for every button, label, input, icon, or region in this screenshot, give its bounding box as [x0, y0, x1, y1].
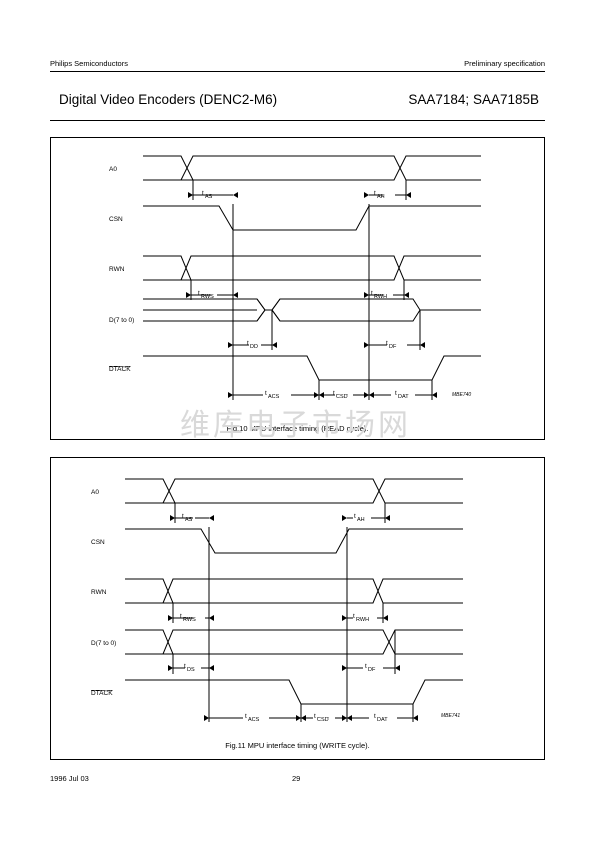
- figure-code: MBE740: [452, 392, 471, 398]
- figure-11-write-timing: A0 CSN RWN D(7 to 0) DTACK t AS t AH t R…: [50, 457, 545, 760]
- timing-sub-ds: DS: [187, 667, 195, 673]
- timing-label-t: t: [314, 713, 316, 720]
- signal-label-dtack: DTACK: [109, 366, 131, 373]
- part-number: SAA7184; SAA7185B: [408, 92, 539, 107]
- timing-label-t: t: [180, 613, 182, 620]
- signal-label-a0: A0: [91, 489, 99, 496]
- timing-sub-rws: RWS: [201, 294, 214, 300]
- timing-label-t: t: [365, 663, 367, 670]
- timing-label-t: t: [265, 390, 267, 397]
- signal-label-rwn: RWN: [109, 266, 125, 273]
- signal-label-csn: CSN: [109, 216, 123, 223]
- timing-label-t: t: [353, 613, 355, 620]
- title-rule: [50, 120, 545, 121]
- figure-code: MBE741: [441, 713, 460, 719]
- timing-label-t: t: [247, 340, 249, 347]
- timing-label-t: t: [184, 663, 186, 670]
- figure-10-caption: Fig.10 MPU interface timing (READ cycle)…: [226, 424, 369, 433]
- timing-sub-csd: CSD: [336, 394, 348, 400]
- timing-sub-dat: DAT: [377, 717, 388, 723]
- company-name: Philips Semiconductors: [50, 59, 128, 68]
- timing-label-t: t: [386, 340, 388, 347]
- signal-label-data: D(7 to 0): [109, 317, 134, 324]
- timing-sub-csd: CSD: [317, 717, 329, 723]
- timing-label-t: t: [374, 190, 376, 197]
- signal-label-csn: CSN: [91, 539, 105, 546]
- timing-sub-as: AS: [185, 517, 193, 523]
- timing-label-t: t: [202, 190, 204, 197]
- signal-label-data: D(7 to 0): [91, 640, 116, 647]
- timing-sub-dat: DAT: [398, 394, 409, 400]
- timing-sub-dd: DD: [250, 344, 258, 350]
- figure-10-read-timing: A0 CSN RWN D(7 to 0) DTACK t AS t AH t R…: [50, 137, 545, 440]
- signal-label-dtack: DTACK: [91, 690, 113, 697]
- timing-sub-acs: ACS: [248, 717, 260, 723]
- write-timing-diagram: A0 CSN RWN D(7 to 0) DTACK t AS t AH t R…: [91, 478, 463, 723]
- timing-sub-rwh: RWH: [356, 617, 369, 623]
- timing-sub-ah: AH: [357, 517, 365, 523]
- timing-label-t: t: [245, 713, 247, 720]
- watermark-text: 维库电子市场网: [180, 408, 411, 443]
- timing-label-t: t: [182, 513, 184, 520]
- document-status: Preliminary specification: [464, 59, 545, 68]
- timing-sub-acs: ACS: [268, 394, 280, 400]
- timing-sub-ah: AH: [377, 194, 385, 200]
- timing-label-t: t: [395, 390, 397, 397]
- timing-sub-df: DF: [389, 344, 397, 350]
- timing-label-t: t: [333, 390, 335, 397]
- timing-label-t: t: [198, 290, 200, 297]
- timing-label-t: t: [374, 713, 376, 720]
- timing-sub-rwh: RWH: [374, 294, 387, 300]
- page-number: 29: [292, 774, 301, 783]
- signal-label-rwn: RWN: [91, 589, 107, 596]
- timing-sub-df: DF: [368, 667, 376, 673]
- document-title: Digital Video Encoders (DENC2-M6): [59, 92, 278, 107]
- timing-label-t: t: [371, 290, 373, 297]
- signal-label-a0: A0: [109, 166, 117, 173]
- read-timing-diagram: A0 CSN RWN D(7 to 0) DTACK t AS t AH t R…: [109, 155, 481, 400]
- timing-label-t: t: [354, 513, 356, 520]
- header-rule: [50, 71, 545, 72]
- timing-sub-as: AS: [205, 194, 213, 200]
- footer-date: 1996 Jul 03: [50, 774, 89, 783]
- timing-sub-rws: RWS: [183, 617, 196, 623]
- figure-11-caption: Fig.11 MPU interface timing (WRITE cycle…: [225, 741, 370, 750]
